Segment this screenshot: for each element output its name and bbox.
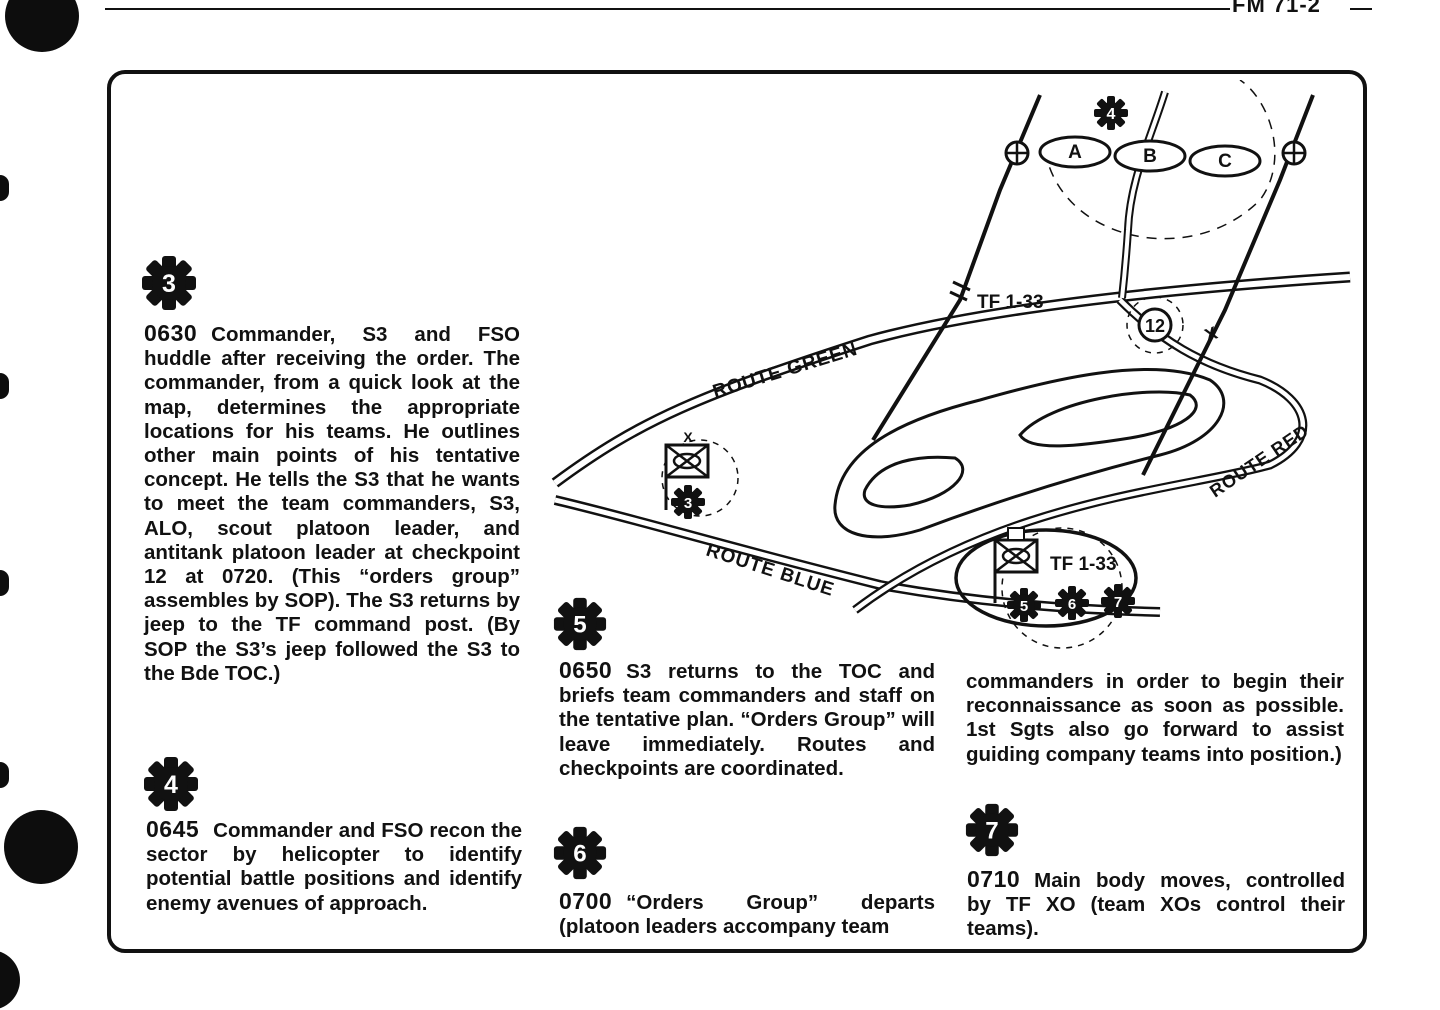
- north-trail: [1118, 90, 1169, 299]
- route-red-road: [852, 296, 1308, 614]
- contour-inner-left: [862, 455, 965, 509]
- manual-number: FM 71-2: [1232, 0, 1321, 17]
- contour-outer: [833, 368, 1226, 539]
- binder-hole-edge: [0, 950, 20, 1010]
- step-marker-7: 7: [965, 803, 1019, 857]
- binder-hole-bottom: [4, 810, 78, 884]
- svg-text:B: B: [1143, 146, 1157, 167]
- svg-text:3: 3: [162, 270, 176, 298]
- route-red-label: ROUTE RED: [1206, 420, 1313, 501]
- event-text: Commander, S3 and FSO huddle after recei…: [144, 323, 520, 685]
- brigade-toc-symbol: X: [661, 429, 739, 517]
- event-time: 0630: [144, 320, 198, 346]
- svg-text:7: 7: [985, 818, 998, 845]
- event-0700: 0700“Orders Group” departs (platoon lead…: [559, 889, 935, 939]
- unit-label-south: TF 1-33: [1050, 554, 1117, 575]
- step-marker-6: 6: [553, 826, 607, 880]
- step-marker-5: 5: [553, 597, 607, 651]
- svg-text:12: 12: [1145, 316, 1165, 336]
- map-marker-4: 4: [1094, 96, 1128, 130]
- header-rule-right: [1350, 8, 1372, 10]
- illustration-frame: [107, 70, 1367, 953]
- svg-text:5: 5: [573, 612, 586, 639]
- checkpoint-12: 12: [1126, 296, 1184, 354]
- company-position-c: C: [1188, 144, 1262, 178]
- edge-mark: [0, 570, 9, 596]
- map-marker-5: 5: [1007, 588, 1041, 622]
- tactical-map: X A B C 4 12 TF 1-33 ROUTE GREEN ROUTE B…: [551, 80, 1351, 649]
- map-marker-7: 7: [1101, 584, 1135, 618]
- event-text: S3 returns to the TOC and briefs team co…: [559, 660, 935, 780]
- svg-text:X: X: [683, 429, 693, 445]
- boundary-point-left: [1004, 140, 1030, 166]
- svg-text:4: 4: [1107, 106, 1116, 123]
- step-marker-3: 3: [142, 256, 196, 310]
- svg-text:5: 5: [1020, 598, 1028, 615]
- recon-area-outline: [1044, 80, 1276, 240]
- event-time: 0645: [146, 816, 200, 842]
- header-rule-left: [105, 8, 1230, 10]
- company-position-a: A: [1038, 135, 1112, 169]
- route-green-label: ROUTE GREEN: [710, 339, 860, 403]
- svg-text:6: 6: [573, 841, 586, 868]
- edge-mark: [0, 762, 9, 788]
- svg-text:3: 3: [684, 495, 692, 512]
- boundary-right: [1141, 94, 1315, 476]
- event-time: 0700: [559, 888, 613, 914]
- svg-text:A: A: [1068, 142, 1082, 163]
- event-text: Commander and FSO recon the sector by he…: [146, 819, 522, 915]
- edge-mark: [0, 373, 9, 399]
- unit-label-north: TF 1-33: [977, 292, 1044, 313]
- map-marker-6: 6: [1055, 586, 1089, 620]
- svg-text:C: C: [1218, 151, 1232, 172]
- company-position-b: B: [1113, 139, 1187, 173]
- map-marker-3: 3: [671, 485, 705, 519]
- event-time: 0650: [559, 657, 613, 683]
- svg-text:4: 4: [164, 771, 178, 799]
- binder-hole-top: [5, 0, 79, 52]
- svg-text:6: 6: [1068, 596, 1076, 613]
- event-text: commanders in order to begin their recon…: [966, 670, 1344, 766]
- boundary-point-right: [1281, 140, 1307, 166]
- edge-mark: [0, 175, 9, 201]
- svg-text:7: 7: [1114, 594, 1122, 611]
- event-0700-continued: commanders in order to begin their recon…: [966, 670, 1344, 767]
- event-text: Main body moves, controlled by TF XO (te…: [967, 869, 1345, 941]
- step-marker-4: 4: [144, 757, 198, 811]
- route-green-road: [551, 271, 1351, 488]
- event-time: 0710: [967, 866, 1021, 892]
- event-text: “Orders Group” departs (platoon leaders …: [559, 891, 935, 939]
- contour-inner-right: [1018, 390, 1198, 448]
